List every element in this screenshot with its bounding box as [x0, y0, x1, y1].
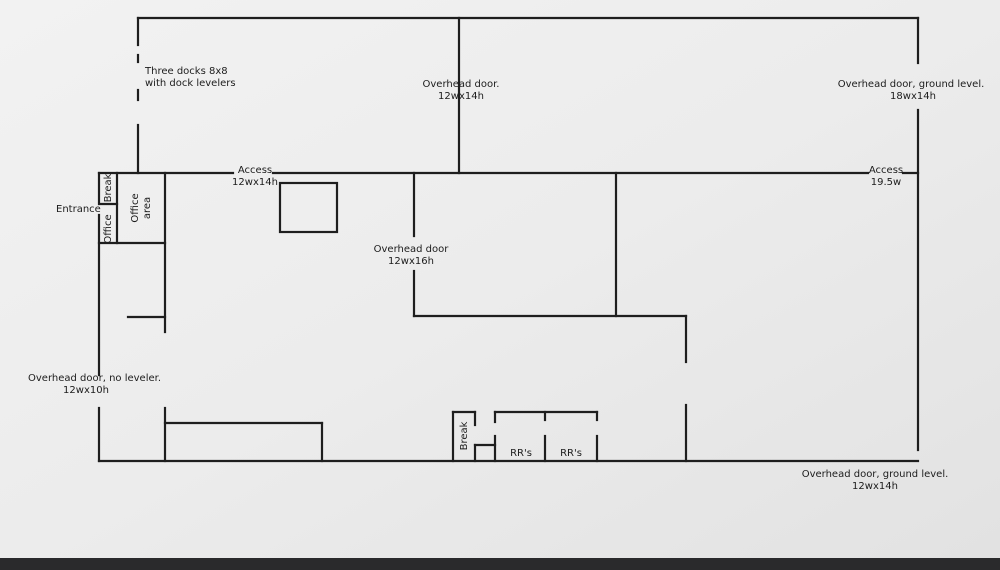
office-room-label: Office: [103, 214, 114, 243]
overhead-top-label: Overhead door.: [423, 79, 500, 90]
access-right-size: 19.5w: [871, 177, 901, 188]
access-right-label: Access: [869, 165, 903, 176]
break-room-top-label: Break: [103, 173, 114, 202]
overhead-center-label: Overhead door: [374, 244, 450, 255]
labels: Three docks 8x8 with dock levelers Overh…: [28, 66, 984, 492]
overhead-right-top-size: 18wx14h: [890, 91, 936, 102]
overhead-bottom-right-size: 12wx14h: [852, 481, 898, 492]
office-area-label-sub: area: [142, 197, 153, 219]
restroom-2-label: RR's: [560, 448, 582, 459]
overhead-right-top-label: Overhead door, ground level.: [838, 79, 985, 90]
overhead-left-size: 12wx10h: [63, 385, 109, 396]
overhead-left-label: Overhead door, no leveler.: [28, 373, 161, 384]
break-room-bottom-label: Break: [459, 421, 470, 450]
walls: [97, 16, 920, 463]
overhead-center-size: 12wx16h: [388, 256, 434, 267]
three-docks-label-sub: with dock levelers: [145, 78, 236, 89]
entrance-label: Entrance: [56, 204, 101, 215]
three-docks-label: Three docks 8x8: [144, 66, 228, 77]
overhead-top-size: 12wx14h: [438, 91, 484, 102]
office-area-label: Office: [130, 193, 141, 222]
overhead-bottom-right-label: Overhead door, ground level.: [802, 469, 949, 480]
paper-sheet: [0, 0, 1000, 558]
access-left-label: Access: [238, 165, 272, 176]
restroom-1-label: RR's: [510, 448, 532, 459]
access-left-size: 12wx14h: [232, 177, 278, 188]
